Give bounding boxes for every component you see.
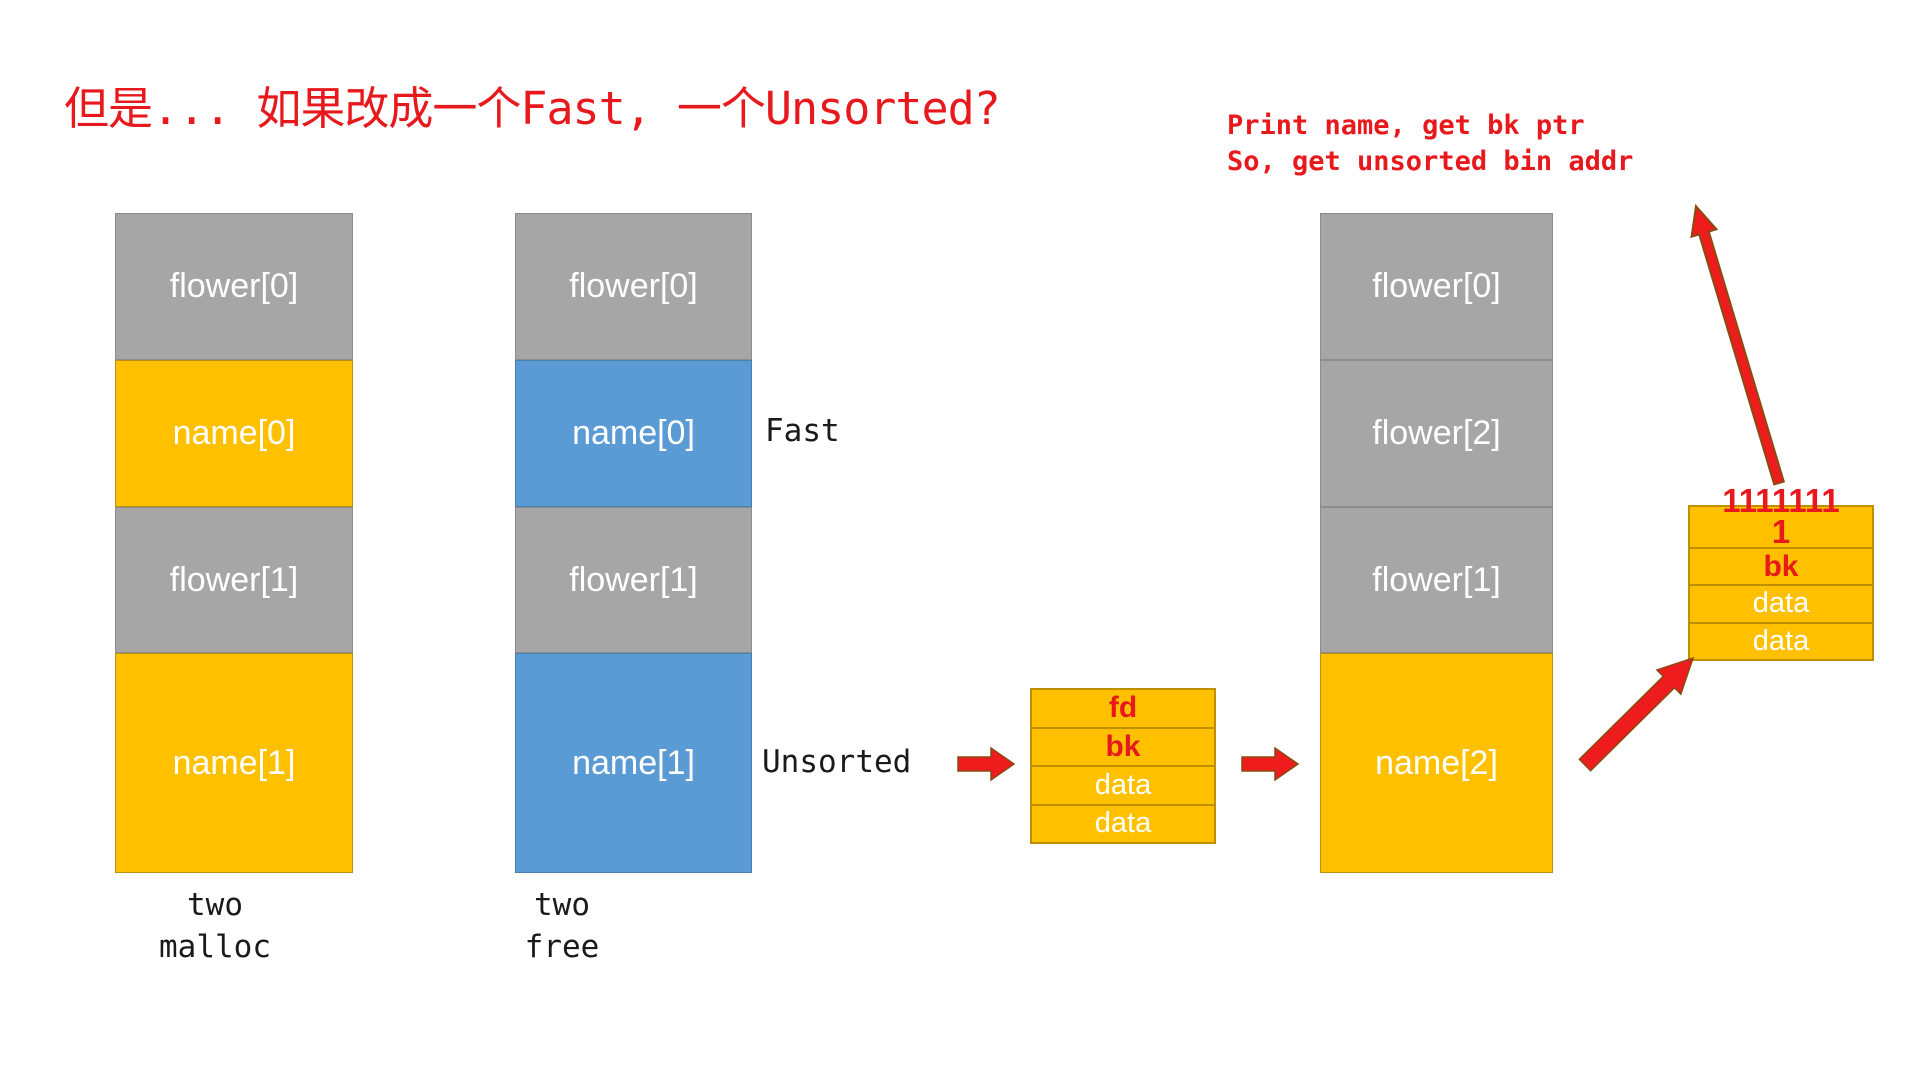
heap-block-name0-fastbin: name[0]	[515, 360, 752, 507]
slide-title: 但是... 如果改成一个Fast, 一个Unsorted?	[64, 82, 1001, 135]
heap-column-two-malloc: flower[0] name[0] flower[1] name[1]	[115, 213, 353, 873]
arrow-leaked-to-annotation-icon	[1690, 203, 1786, 486]
heap-column-reallocated: flower[0] flower[2] flower[1] name[2]	[1320, 213, 1553, 873]
heap-block-flower2-r: flower[2]	[1320, 360, 1553, 507]
heap-block-flower1: flower[1]	[115, 507, 353, 653]
leak-annotation: Print name, get bk ptr So, get unsorted …	[1227, 108, 1633, 180]
heap-block-flower0-r: flower[0]	[1320, 213, 1553, 360]
caption-two-free: two free	[524, 887, 600, 965]
chunk-row-fd: fd	[1032, 690, 1214, 729]
heap-block-flower1-freed: flower[1]	[515, 507, 752, 653]
leak-row-bk: bk	[1690, 549, 1872, 587]
leak-row-data2: data	[1752, 624, 1810, 657]
heap-block-flower1-r: flower[1]	[1320, 507, 1553, 653]
unsorted-chunk-table: fd bk data data	[1030, 688, 1216, 844]
arrow-chunk-to-name2-icon	[1241, 746, 1300, 782]
heap-column-two-free: flower[0] name[0] flower[1] name[1]	[515, 213, 752, 873]
heap-block-name2: name[2]	[1320, 653, 1553, 873]
leaked-chunk-table: 1111111 1 bk data data	[1688, 484, 1874, 661]
label-fast-bin: Fast	[765, 413, 840, 449]
chunk-row-bk: bk	[1032, 729, 1214, 767]
heap-block-flower0: flower[0]	[115, 213, 353, 360]
chunk-row-data1: data	[1032, 767, 1214, 806]
annotation-line-1: Print name, get bk ptr	[1227, 110, 1585, 141]
annotation-line-2: So, get unsorted bin addr	[1227, 146, 1634, 177]
leak-row-value: 1111111 1	[1690, 484, 1872, 549]
label-unsorted-bin: Unsorted	[762, 744, 912, 780]
arrow-unsorted-to-chunk-icon	[957, 746, 1016, 782]
caption-two-malloc: two malloc	[159, 887, 271, 965]
heap-block-flower0-freed: flower[0]	[515, 213, 752, 360]
arrow-name2-to-leaked-icon	[1578, 656, 1695, 772]
leak-row-data1: data	[1690, 586, 1872, 624]
heap-block-name1: name[1]	[115, 653, 353, 873]
leaked-value: 1111111 1	[1722, 482, 1840, 550]
heap-block-name1-unsortedbin: name[1]	[515, 653, 752, 873]
heap-block-name0: name[0]	[115, 360, 353, 507]
chunk-row-data2: data	[1094, 807, 1152, 840]
